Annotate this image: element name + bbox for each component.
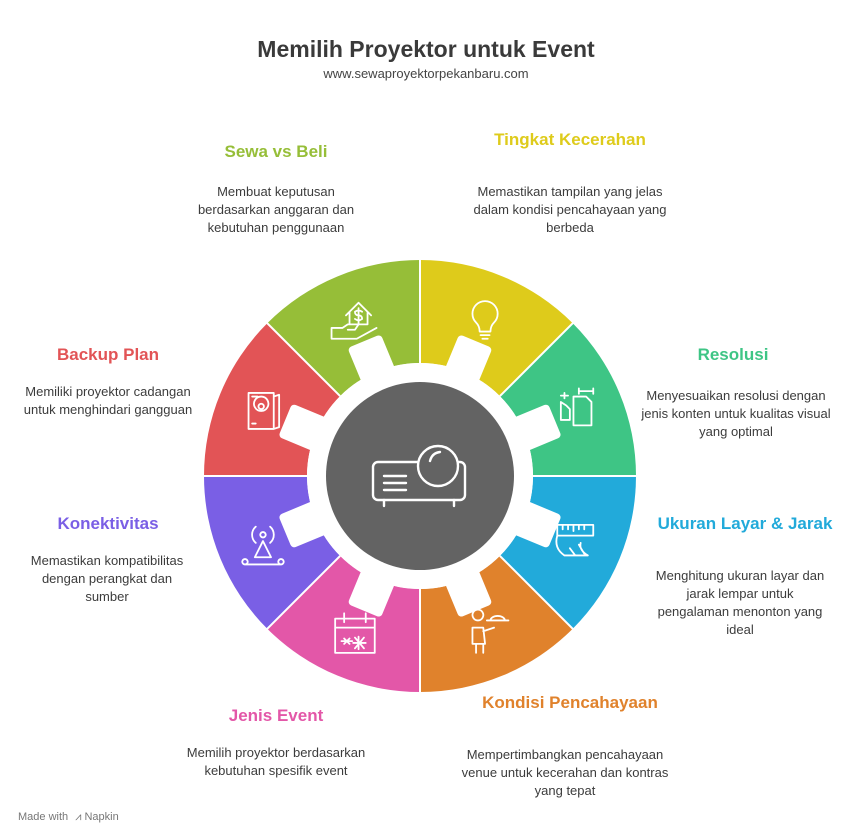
- segment-label-resolusi: Resolusi: [697, 345, 769, 364]
- calendar-icon: [334, 612, 376, 654]
- napkin-logo-icon: ⩘: [75, 811, 82, 823]
- segment-divider: [265, 321, 341, 397]
- segment-label-backup-plan: Backup Plan: [56, 345, 160, 364]
- brand-text: Napkin: [84, 811, 119, 823]
- projector-icon: [371, 444, 467, 508]
- segment-divider: [265, 555, 341, 631]
- page-title: Memilih Proyektor untuk Event: [257, 36, 595, 62]
- segment-desc-ukuran-layar-jarak: Menghitung ukuran layar dan jarak lempar…: [655, 568, 825, 637]
- antenna-icon: [241, 525, 285, 566]
- made-with-text: Made with: [18, 811, 69, 823]
- footer-credit: Made with ⩘ Napkin: [18, 811, 119, 824]
- house-money-icon: [330, 301, 378, 340]
- backup-device-icon: [247, 392, 281, 430]
- segment-desc-jenis-event: Memilih proyektor berdasarkan kebutuhan …: [186, 745, 366, 778]
- segment-desc-sewa-vs-beli: Membuat keputusan berdasarkan anggaran d…: [197, 184, 355, 235]
- ruler-icon: [555, 523, 595, 557]
- segment-desc-backup-plan: Memiliki proyektor cadangan untuk menghi…: [23, 384, 193, 417]
- segment-desc-konektivitas: Memastikan kompatibilitas dengan perangk…: [30, 553, 184, 604]
- page-subtitle: www.sewaproyektorpekanbaru.com: [323, 66, 529, 81]
- segment-divider: [499, 555, 575, 631]
- segment-label-jenis-event: Jenis Event: [228, 706, 324, 725]
- segment-label-kondisi-pencahayaan: Kondisi Pencahayaan: [482, 693, 658, 712]
- resolution-icon: [559, 387, 595, 427]
- segment-desc-tingkat-kecerahan: Memastikan tampilan yang jelas dalam kon…: [473, 184, 667, 235]
- waiter-icon: [471, 608, 510, 654]
- segment-desc-kondisi-pencahayaan: Mempertimbangkan pencahayaan venue untuk…: [461, 747, 669, 798]
- segment-desc-resolusi: Menyesuaikan resolusi dengan jenis konte…: [641, 388, 831, 439]
- segment-label-sewa-vs-beli: Sewa vs Beli: [224, 142, 328, 161]
- segment-divider: [499, 321, 575, 397]
- lightbulb-icon: [471, 300, 499, 340]
- segment-label-ukuran-layar-jarak: Ukuran Layar & Jarak: [657, 514, 833, 533]
- segment-label-konektivitas: Konektivitas: [57, 514, 159, 533]
- segment-label-tingkat-kecerahan: Tingkat Kecerahan: [494, 130, 646, 149]
